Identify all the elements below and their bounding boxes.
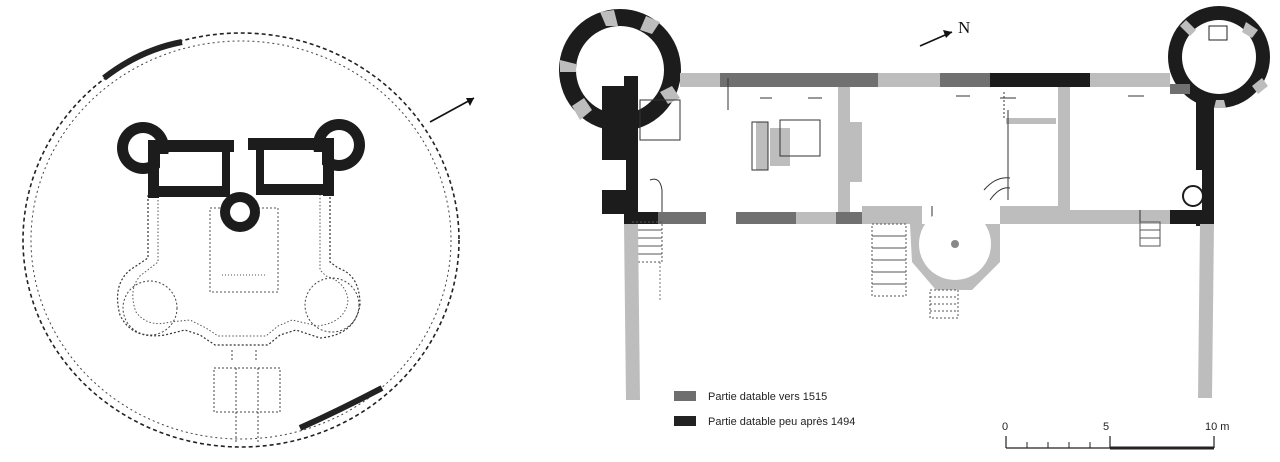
left-castle-plan (22, 32, 475, 448)
scale-tick-5: 5 (1103, 421, 1109, 433)
right-north-arrow-icon (919, 30, 953, 47)
north-label: N (958, 18, 970, 37)
west-wall-upper (602, 86, 626, 214)
moat-fragment-bottom (298, 385, 384, 431)
lost-tower-right (304, 277, 360, 333)
stair-tower-south (910, 208, 1000, 319)
legend: Partie datable vers 1515 Partie datable … (674, 391, 855, 428)
room-details (639, 92, 1011, 212)
legend-label-1515: Partie datable vers 1515 (708, 391, 827, 403)
lost-tower-left (122, 280, 178, 336)
west-door-gap (602, 160, 626, 190)
outer-moat-ring (22, 32, 460, 448)
scale-tick-10: 10 m (1205, 421, 1229, 433)
south-annex (213, 350, 281, 442)
north-wall (680, 73, 1190, 94)
east-enclosure-wall (1198, 224, 1214, 398)
internal-walls (756, 87, 1070, 212)
left-north-arrow-icon (429, 97, 475, 123)
legend-label-1494: Partie datable peu après 1494 (708, 416, 855, 428)
east-stair-well (1182, 185, 1204, 207)
moat-fragment-top (102, 39, 183, 81)
legend-swatch-1494 (674, 416, 696, 426)
west-enclosure-wall (624, 224, 640, 400)
west-wall (624, 76, 638, 216)
south-wall (624, 206, 1200, 224)
lost-enceinte-outline (117, 180, 361, 346)
tower-northeast (1168, 6, 1270, 108)
tower-northwest (559, 9, 681, 131)
joints (727, 78, 1144, 230)
right-castle-plan: N (559, 6, 1270, 450)
legend-swatch-1515 (674, 391, 696, 401)
external-stairs (631, 221, 1161, 297)
surviving-logis (117, 119, 365, 232)
scale-bar: 0 5 10 m (1002, 421, 1229, 450)
inner-moat-ring (30, 40, 452, 440)
lost-inner-outline (132, 190, 349, 337)
scale-tick-0: 0 (1002, 421, 1008, 433)
